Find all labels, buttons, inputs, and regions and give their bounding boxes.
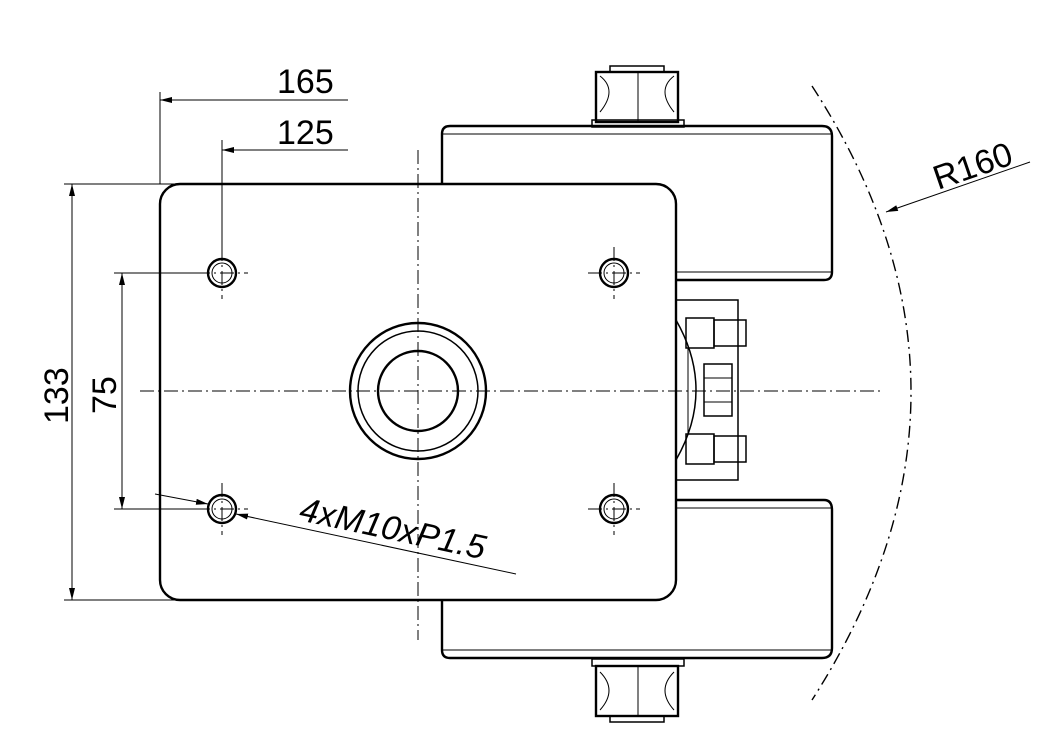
radius-label: R160 (928, 135, 1017, 197)
top-axle-nut (591, 65, 685, 128)
dimension-165-label: 165 (277, 63, 334, 101)
dimension-133-label: 133 (38, 367, 76, 424)
dimension-125: 125 (221, 114, 348, 258)
dimension-125-label: 125 (277, 114, 334, 152)
bottom-axle-nut (591, 658, 685, 723)
dimension-133: 133 (38, 183, 180, 601)
swing-radius-arc (811, 85, 912, 701)
dimension-75-label: 75 (86, 376, 124, 414)
dimension-165: 165 (159, 63, 348, 184)
dimension-75: 75 (86, 272, 208, 510)
radius-annotation: R160 (885, 135, 1031, 213)
fork-bottom-leg (440, 498, 834, 660)
fork-top-leg (440, 124, 834, 282)
center-lines (140, 150, 880, 640)
swivel-hardware (675, 299, 747, 481)
